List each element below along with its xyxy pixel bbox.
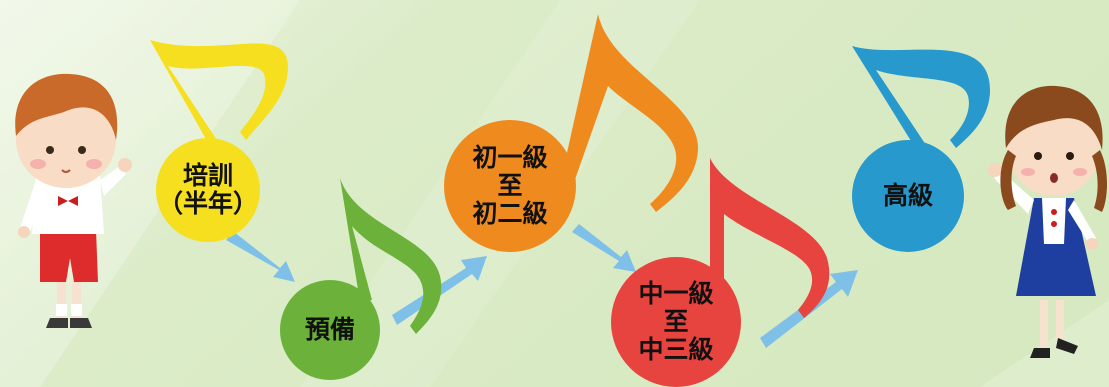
stage-label-training: 培訓 （半年） (158, 140, 258, 240)
stage-label-line: 中一級 (638, 279, 714, 308)
arrow-junior-to-intermediate (572, 224, 636, 272)
stage-label-line: 中三級 (638, 335, 714, 364)
stage-label-line: 培訓 (182, 161, 233, 190)
note-preparatory (280, 178, 442, 380)
stage-label-line: 至 (663, 307, 689, 336)
stage-label-line: 初一級 (472, 143, 548, 172)
stage-label-line: 預備 (304, 315, 355, 344)
note-junior (444, 14, 699, 252)
arrow-training-to-preparatory (226, 232, 295, 282)
stage-label-preparatory: 預備 (282, 280, 378, 380)
stage-label-line: 初二級 (472, 199, 548, 228)
girl-cartoon-icon (988, 85, 1107, 358)
boy-cartoon-icon (15, 73, 132, 328)
note-advanced (852, 46, 990, 252)
stage-label-line: 高級 (882, 181, 933, 210)
stage-label-junior: 初一級 至 初二級 (446, 120, 574, 252)
stage-label-advanced: 高級 (852, 146, 964, 246)
stage-label-line: （半年） (158, 189, 259, 218)
note-intermediate (611, 158, 830, 387)
stage-label-intermediate: 中一級 至 中三級 (612, 258, 740, 386)
note-training (150, 40, 289, 242)
stage-label-line: 至 (497, 171, 523, 200)
